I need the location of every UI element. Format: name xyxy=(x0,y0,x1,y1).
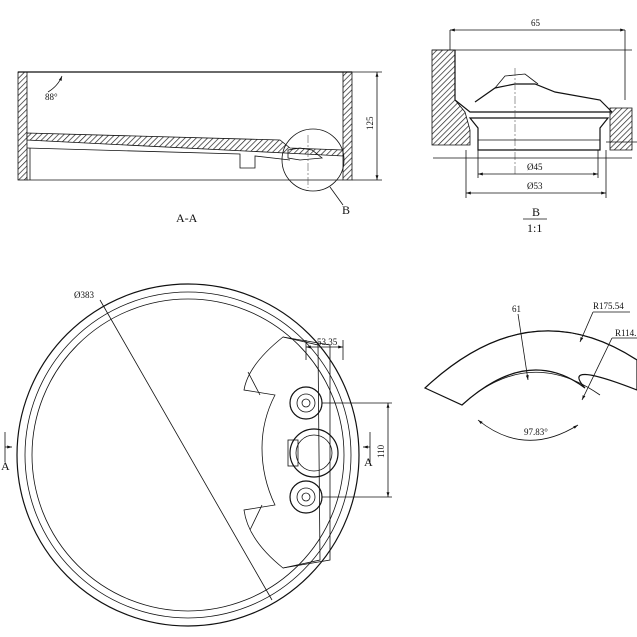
outer-diameter-label: Ø53 xyxy=(527,181,543,191)
basin-inner-rim xyxy=(24,291,352,619)
basin-outer-rim xyxy=(16,283,360,627)
offset-label: 53.35 xyxy=(317,337,338,347)
detail-b-circle xyxy=(281,128,345,192)
arc-angle-label: 97.83° xyxy=(524,427,548,437)
outer-radius-label: R175.54 xyxy=(593,301,624,311)
section-right-wall xyxy=(342,71,353,181)
drain-cone xyxy=(474,83,613,113)
angle-label: 88° xyxy=(45,92,58,102)
arc-width-label: 61 xyxy=(512,304,521,314)
lower-drain xyxy=(289,480,323,514)
arc-view: 61 R175.54 R114. 97.83° xyxy=(423,301,637,441)
drain-platform xyxy=(243,336,331,569)
section-mark-right: A xyxy=(364,455,373,469)
upper-drain xyxy=(289,386,323,420)
height-label: 125 xyxy=(365,116,375,130)
inner-radius-label: R114. xyxy=(615,328,636,338)
center-drain xyxy=(287,428,339,478)
arc-segment xyxy=(423,330,637,406)
plan-diameter-label: Ø383 xyxy=(74,290,94,300)
detail-b-callout: B xyxy=(342,203,350,217)
spacing-label: 110 xyxy=(376,444,386,458)
inner-diameter-label: Ø45 xyxy=(527,162,543,172)
detail-view-label: B xyxy=(532,205,540,219)
section-view: B 88° 125 A-A xyxy=(17,71,382,225)
section-left-wall xyxy=(17,71,28,181)
section-view-label: A-A xyxy=(176,211,198,225)
section-mark-left: A xyxy=(1,459,10,473)
detail-view: 65 Ø45 Ø53 B 1:1 xyxy=(431,18,637,235)
plan-view: Ø383 53.35 110 xyxy=(1,283,392,627)
width-label: 65 xyxy=(531,18,541,28)
detail-view-scale: 1:1 xyxy=(527,221,542,235)
